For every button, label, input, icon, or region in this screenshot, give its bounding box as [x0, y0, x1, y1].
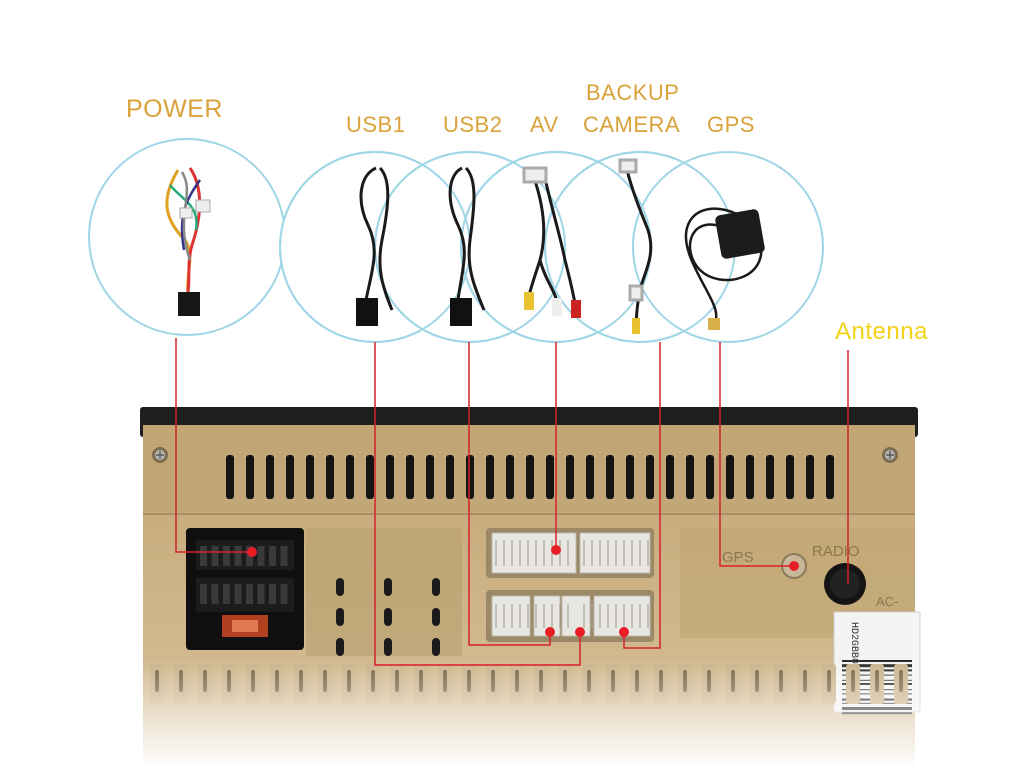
- av-socket: [486, 528, 654, 578]
- cable-circles: [88, 138, 824, 343]
- av-label: AV: [530, 112, 559, 137]
- mount-holes: [336, 578, 440, 656]
- usb1-label: USB1: [346, 112, 406, 137]
- leader-lines: [175, 338, 849, 666]
- screw-icon: [882, 447, 898, 463]
- vent-slots: [226, 455, 834, 499]
- gps-antenna-image: [684, 207, 765, 330]
- leader-dots: [247, 545, 799, 637]
- av-cable-image: [522, 166, 581, 318]
- antenna-label: Antenna: [835, 318, 928, 345]
- acc-text: AC-: [876, 594, 898, 609]
- gps-port-text: GPS: [722, 549, 754, 566]
- usb2-label: USB2: [443, 112, 503, 137]
- radio-antenna-port: [824, 563, 866, 605]
- power-label: POWER: [126, 95, 223, 123]
- power-harness-image: [165, 167, 211, 316]
- gps-label: GPS: [707, 112, 755, 137]
- barcode-text: HD2GBB02201: [848, 622, 859, 688]
- camera-cable-image: [618, 158, 653, 334]
- usb-camera-sockets: [486, 590, 654, 642]
- screw-icon: [152, 447, 168, 463]
- backup-label: BACKUP: [586, 80, 680, 105]
- usb2-cable-image: [448, 166, 486, 326]
- power-connector: [186, 528, 304, 650]
- usb1-cable-image: [356, 166, 394, 326]
- radio-port-text: RADIO: [812, 543, 860, 560]
- head-unit: GPS RADIO AC- HD2GBB02201: [120, 407, 940, 768]
- camera-label: CAMERA: [583, 112, 681, 137]
